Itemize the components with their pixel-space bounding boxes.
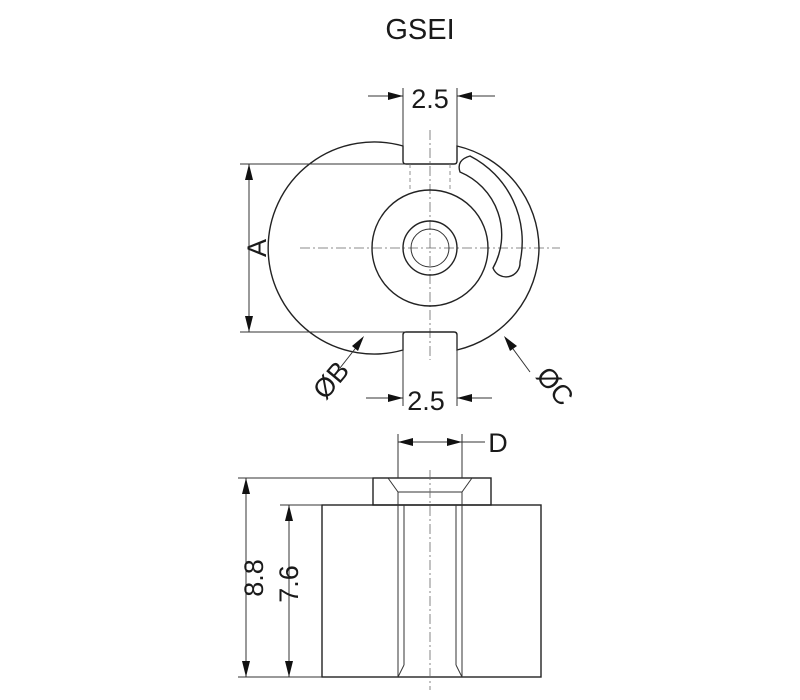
dim-d-label: D [488,428,508,458]
bore-outer-circle [402,220,458,276]
outer-body-outline [267,141,540,355]
dim-8-8-label: 8.8 [239,559,269,597]
curved-slot-outline [458,155,523,278]
dim-slot-top: 2.5 [368,84,495,146]
dim-height-a: A [240,163,406,333]
dim-b-label: ØB [307,356,355,405]
hub-circle [371,189,489,307]
side-view [321,470,542,690]
dim-a-label: A [242,239,272,257]
dim-slot-bottom: 2.5 [366,335,492,416]
bore-inner-circle [410,228,450,268]
top-view [267,130,560,360]
dim-slot-bottom-label: 2.5 [407,386,445,416]
dim-body-height: 7.6 [274,504,322,678]
dim-flange-d: D [397,428,508,478]
dim-c-label: ØC [530,361,579,411]
drawing-title: GSEI [385,14,455,46]
dim-7-6-label: 7.6 [274,565,304,603]
body-outline [321,504,542,678]
dim-total-height: 8.8 [238,477,373,678]
dim-slot-top-label: 2.5 [411,84,449,114]
leader-diameter-c: ØC [504,336,579,411]
